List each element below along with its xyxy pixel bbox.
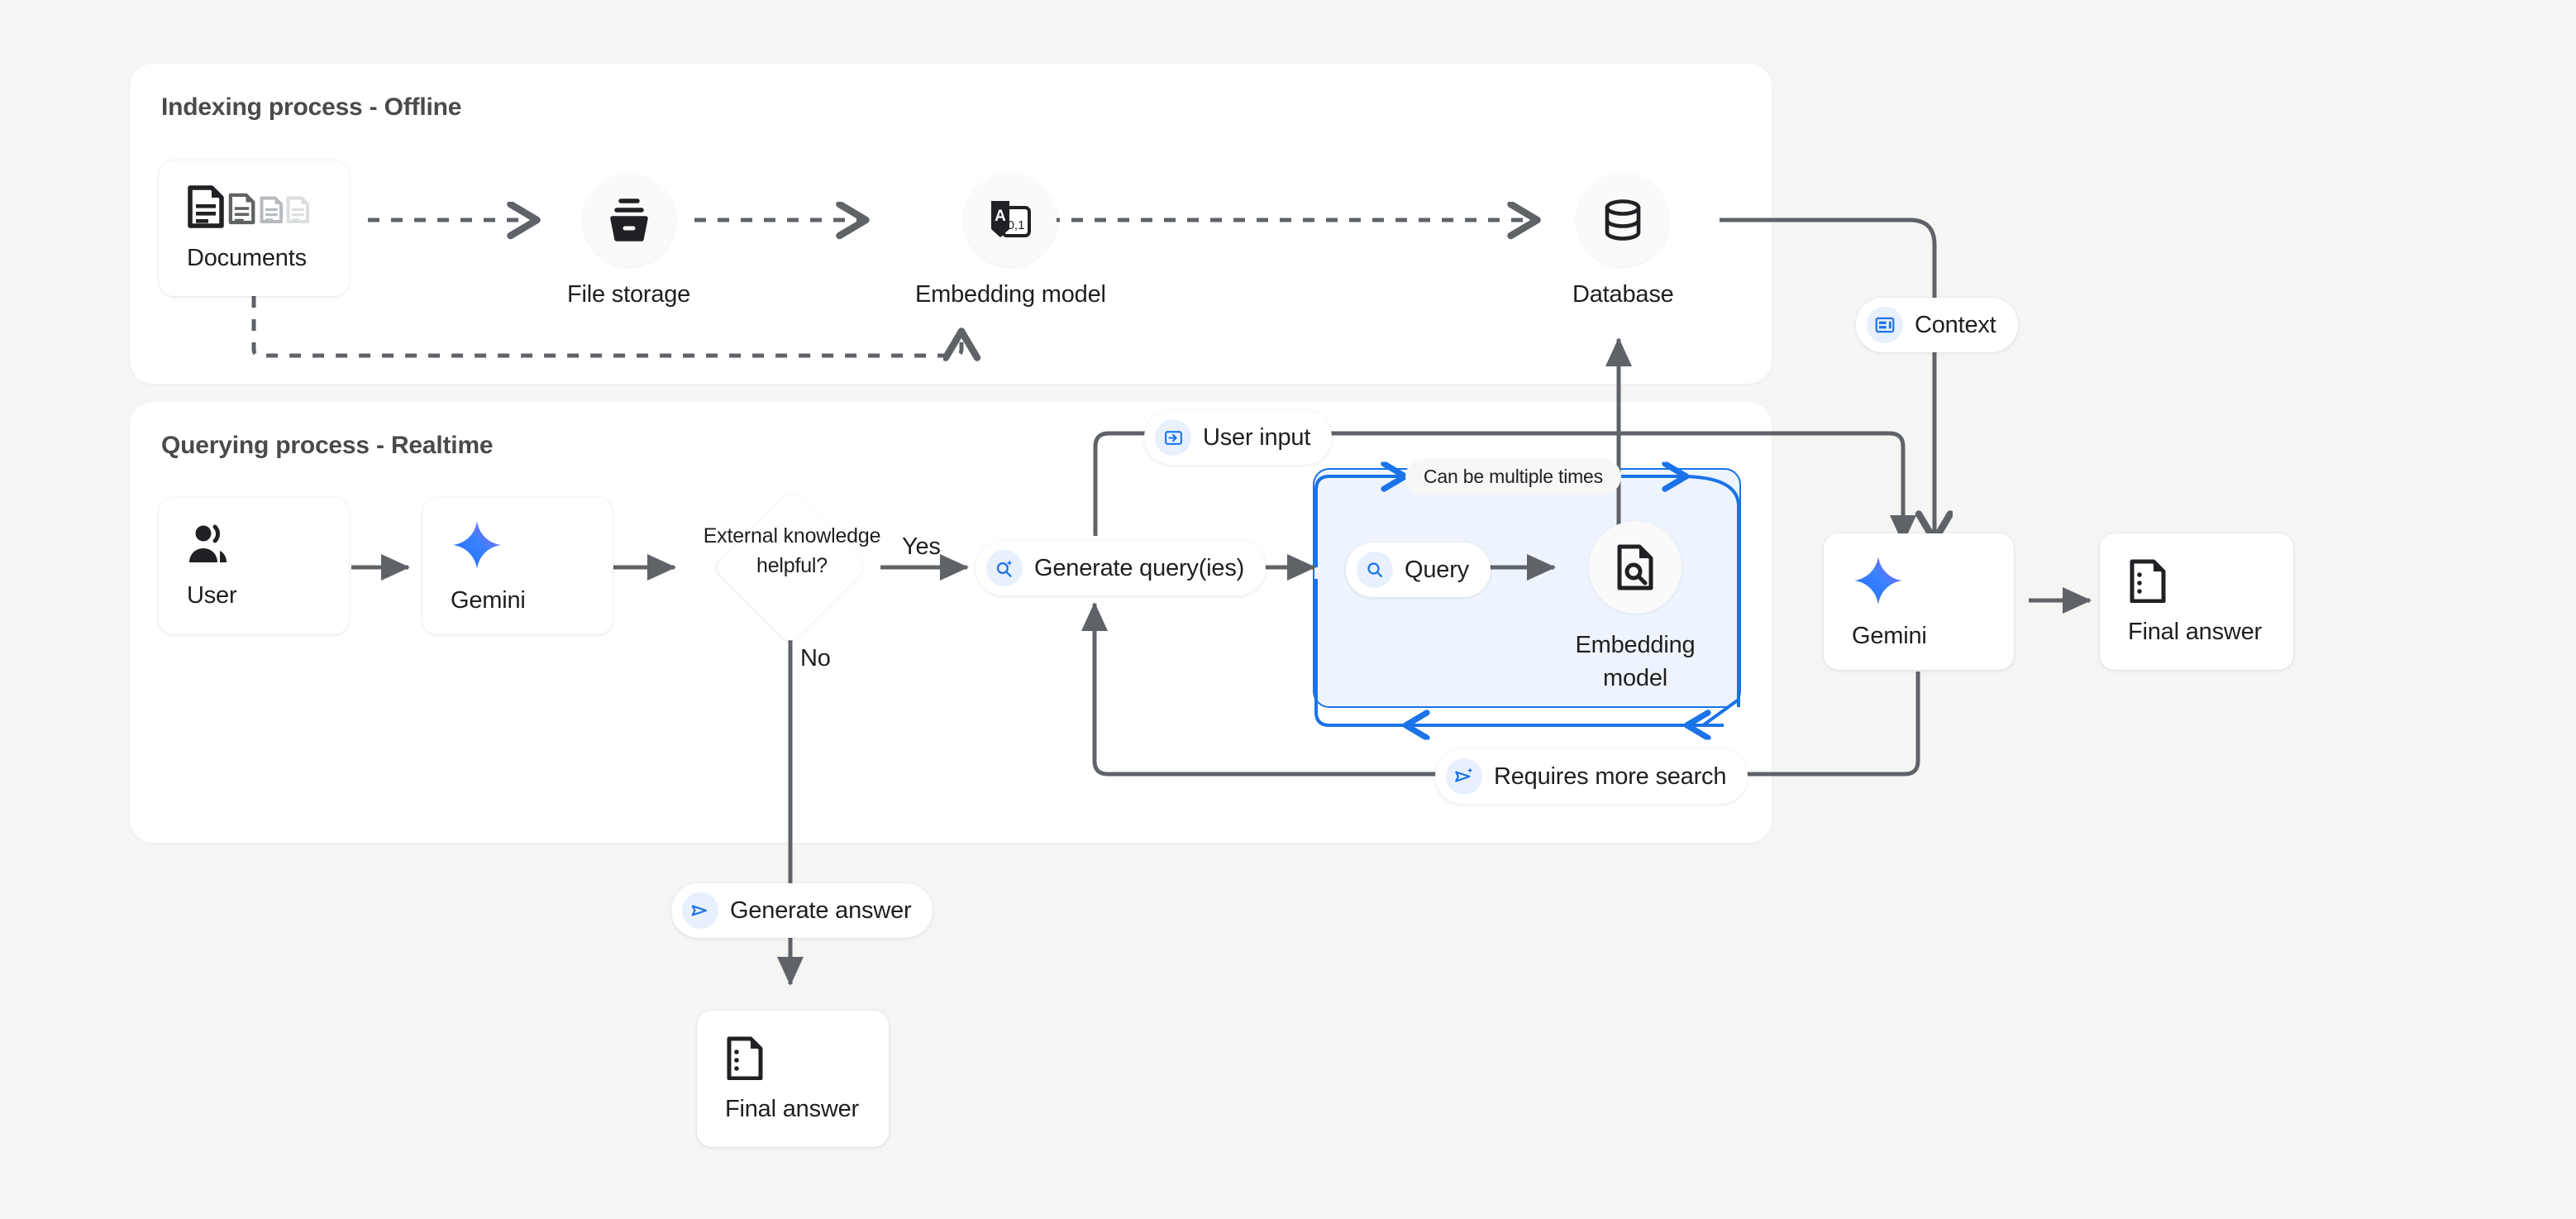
gemini-sparkle-icon — [451, 519, 613, 576]
query-label: Query — [1405, 556, 1469, 583]
requires-more-search-label: Requires more search — [1494, 762, 1727, 790]
final-answer-icon — [2128, 558, 2293, 607]
svg-text:0,1: 0,1 — [1008, 218, 1025, 232]
node-gemini-left[interactable]: Gemini — [422, 498, 613, 634]
embedding-model-icon: 0,1 A — [964, 174, 1057, 266]
branch-label-yes: Yes — [902, 533, 941, 560]
file-storage-label: File storage — [567, 281, 691, 308]
send-icon — [682, 892, 718, 929]
final-answer-right-label: Final answer — [2128, 618, 2262, 645]
chip-generate-queries[interactable]: Generate query(ies) — [976, 541, 1267, 595]
node-embedding-model-loop[interactable]: Embedding model — [1569, 521, 1701, 695]
user-label: User — [187, 581, 237, 609]
document-search-icon — [1589, 521, 1682, 614]
node-final-answer-bottom[interactable]: Final answer — [697, 1011, 889, 1147]
node-database[interactable]: Database — [1572, 174, 1674, 308]
node-documents[interactable]: Documents — [159, 160, 349, 296]
decision-label: External knowledge helpful? — [703, 524, 881, 577]
search-sparkle-icon — [986, 550, 1023, 586]
documents-icon — [187, 184, 349, 233]
documents-label: Documents — [187, 245, 307, 271]
loop-note-label: Can be multiple times — [1424, 466, 1603, 487]
user-input-label: User input — [1203, 423, 1311, 451]
login-icon — [1155, 419, 1191, 456]
node-embedding-model-offline[interactable]: 0,1 A Embedding model — [915, 174, 1106, 308]
chip-requires-more-search[interactable]: Requires more search — [1435, 749, 1748, 804]
embedding-model-label: Embedding model — [915, 281, 1106, 308]
svg-text:A: A — [995, 208, 1007, 225]
embedding-model-loop-label: Embedding model — [1575, 632, 1696, 691]
generate-answer-label: Generate answer — [730, 896, 912, 924]
user-icon — [187, 523, 349, 571]
chip-can-be-multiple-times: Can be multiple times — [1405, 459, 1621, 495]
gemini-sparkle-icon — [1852, 554, 2014, 611]
panel-querying-title: Querying process - Realtime — [161, 432, 494, 459]
database-icon — [1577, 174, 1670, 266]
chip-context[interactable]: Context — [1856, 298, 2018, 352]
final-answer-icon — [725, 1035, 889, 1084]
node-file-storage[interactable]: File storage — [567, 174, 690, 308]
generate-queries-label: Generate query(ies) — [1034, 554, 1245, 581]
chip-user-input[interactable]: User input — [1144, 410, 1333, 465]
chip-generate-answer[interactable]: Generate answer — [671, 883, 933, 938]
final-answer-bottom-label: Final answer — [725, 1095, 859, 1122]
context-label: Context — [1915, 311, 1996, 338]
database-label: Database — [1572, 281, 1674, 308]
context-card-icon — [1867, 307, 1903, 343]
branch-label-no: No — [800, 645, 831, 672]
search-icon — [1357, 552, 1393, 588]
file-storage-icon — [582, 174, 675, 266]
send-sparkle-icon — [1446, 758, 1482, 795]
node-user[interactable]: User — [159, 498, 349, 634]
panel-indexing-title: Indexing process - Offline — [161, 93, 462, 121]
node-decision-external-knowledge[interactable]: External knowledge helpful? — [704, 490, 880, 645]
gemini-right-label: Gemini — [1852, 622, 1927, 649]
chip-query[interactable]: Query — [1346, 543, 1491, 597]
node-gemini-right[interactable]: Gemini — [1824, 533, 2014, 670]
gemini-label: Gemini — [451, 586, 526, 614]
node-final-answer-right[interactable]: Final answer — [2100, 533, 2293, 670]
